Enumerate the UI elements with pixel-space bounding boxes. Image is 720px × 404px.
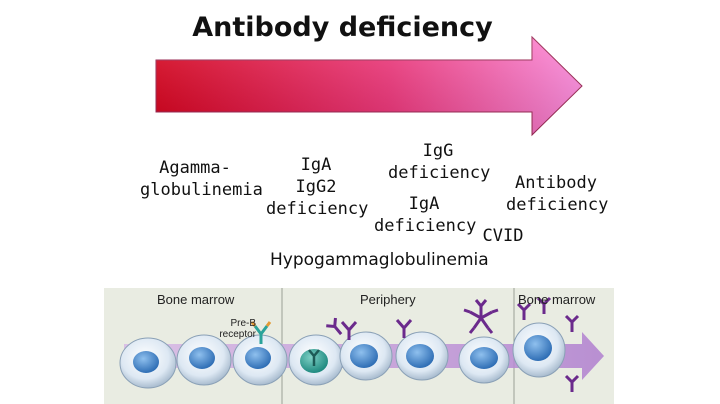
label-antibody-deficiency: Antibody deficiency <box>506 173 609 215</box>
cell-2 <box>176 334 232 386</box>
strip-label-bone-marrow-left: Bone marrow <box>157 292 235 307</box>
igm-pentamer-icon <box>463 299 499 334</box>
label-hypogammaglobulinemia: Hypogammaglobulinemia <box>270 250 489 270</box>
strip-label-bone-marrow-right: Bone marrow <box>518 292 596 307</box>
cell-4 <box>288 334 344 386</box>
strip-label-periphery: Periphery <box>360 292 416 307</box>
b-cell-development-strip <box>104 288 614 404</box>
cell-8 <box>512 322 566 378</box>
label-cvid: CVID <box>482 226 524 246</box>
diagram-title: Antibody deficiency <box>192 12 493 43</box>
label-agammaglobulinemia: Agamma- globulinemia <box>140 158 263 200</box>
label-iga-deficiency: IgA deficiency <box>374 194 477 236</box>
strip-label-pre-b-receptor: Pre-B receptor <box>219 318 256 340</box>
cell-7 <box>458 336 510 384</box>
label-igg-deficiency: IgG deficiency <box>388 141 491 183</box>
cell-6 <box>395 331 449 381</box>
cell-1 <box>119 337 177 389</box>
label-iga-igg2-deficiency: IgA IgG2 deficiency <box>266 155 369 219</box>
severity-arrow <box>155 35 583 137</box>
cell-3-pre-b <box>232 321 288 386</box>
antibody-icons <box>326 296 580 392</box>
cell-5 <box>339 331 393 381</box>
